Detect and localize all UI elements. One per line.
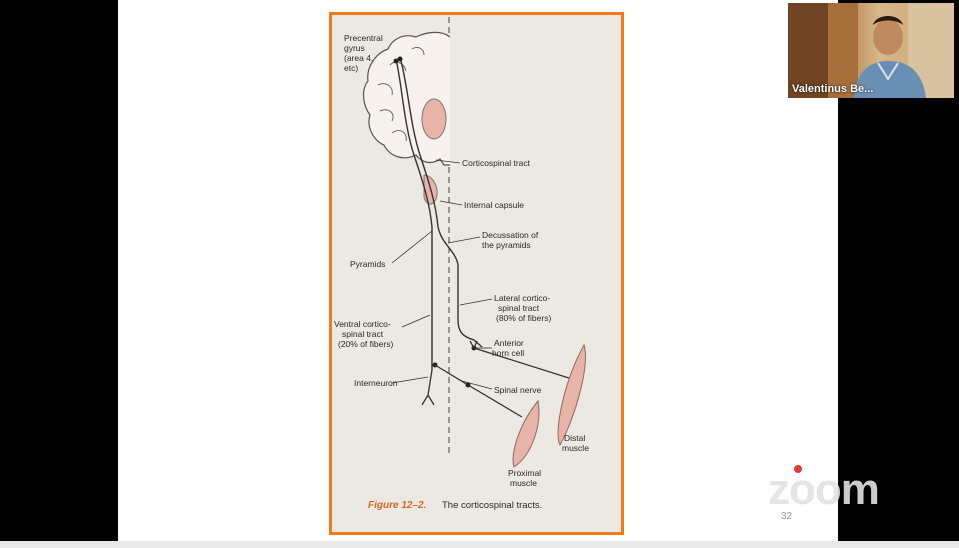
label-lateral-2: spinal tract bbox=[498, 303, 540, 313]
left-letterbox bbox=[0, 0, 118, 541]
recording-indicator bbox=[794, 465, 802, 473]
figure-frame: Precentral gyrus (area 4, etc) Corticosp… bbox=[329, 12, 624, 535]
leader-interneuron bbox=[391, 376, 429, 384]
figure-caption-text: The corticospinal tracts. bbox=[442, 500, 542, 511]
upper-neuron-body-2 bbox=[397, 56, 403, 62]
bottom-strip bbox=[0, 541, 959, 548]
leader-spinal-nerve bbox=[461, 380, 493, 390]
corticospinal-diagram: Precentral gyrus (area 4, etc) Corticosp… bbox=[334, 17, 589, 511]
leader-capsule bbox=[439, 200, 463, 206]
anterior-horn-axon bbox=[469, 340, 573, 380]
label-ventral-2: spinal tract bbox=[342, 329, 384, 339]
leader-ventral bbox=[401, 314, 431, 328]
label-ventral-3: (20% of fibers) bbox=[338, 339, 393, 349]
label-precentral-1: Precentral bbox=[344, 33, 383, 43]
leader-lateral bbox=[459, 298, 493, 306]
label-precentral-2: gyrus bbox=[344, 43, 365, 53]
leader-corticospinal bbox=[435, 159, 461, 164]
label-proximal-1: Proximal bbox=[508, 468, 541, 478]
label-precentral-3: (area 4, bbox=[344, 53, 373, 63]
label-pyramids: Pyramids bbox=[350, 259, 385, 269]
label-spinal-nerve: Spinal nerve bbox=[494, 385, 542, 395]
label-ventral-1: Ventral cortico- bbox=[334, 319, 391, 329]
label-interneuron: Interneuron bbox=[354, 378, 398, 388]
brain-gyri bbox=[377, 46, 425, 142]
label-anterior-1: Anterior bbox=[494, 338, 524, 348]
lateral-tract-line bbox=[399, 56, 483, 348]
label-distal-1: Distal bbox=[564, 433, 585, 443]
participant-name: Valentinus Be... bbox=[792, 83, 874, 95]
brain-outline bbox=[362, 31, 451, 166]
distal-muscle-shape bbox=[557, 343, 586, 447]
label-distal-2: muscle bbox=[562, 443, 589, 453]
label-precentral-4: etc) bbox=[344, 63, 358, 73]
slide-number: 32 bbox=[781, 511, 793, 522]
figure-caption-prefix: Figure 12–2. bbox=[368, 500, 426, 511]
leader-decussation bbox=[447, 236, 481, 244]
label-internal-capsule: Internal capsule bbox=[464, 200, 524, 210]
label-decussation-1: Decussation of bbox=[482, 230, 539, 240]
ventral-tract-line bbox=[395, 58, 433, 370]
participant-avatar bbox=[788, 3, 954, 98]
label-anterior-2: horn cell bbox=[492, 348, 524, 358]
label-proximal-2: muscle bbox=[510, 478, 537, 488]
label-decussation-2: the pyramids bbox=[482, 240, 531, 250]
label-corticospinal: Corticospinal tract bbox=[462, 158, 531, 168]
participant-video-tile[interactable]: Valentinus Be... bbox=[788, 3, 954, 98]
label-lateral-3: (80% of fibers) bbox=[496, 313, 551, 323]
thalamus-shape bbox=[421, 98, 447, 140]
upper-neuron-body bbox=[393, 58, 399, 64]
interneuron-branches bbox=[421, 364, 469, 406]
zoom-logo: zoom bbox=[768, 465, 880, 514]
label-lateral-1: Lateral cortico- bbox=[494, 293, 550, 303]
proximal-muscle-shape bbox=[512, 399, 540, 468]
leader-pyramids bbox=[391, 230, 433, 264]
proximal-nerve bbox=[467, 384, 523, 418]
